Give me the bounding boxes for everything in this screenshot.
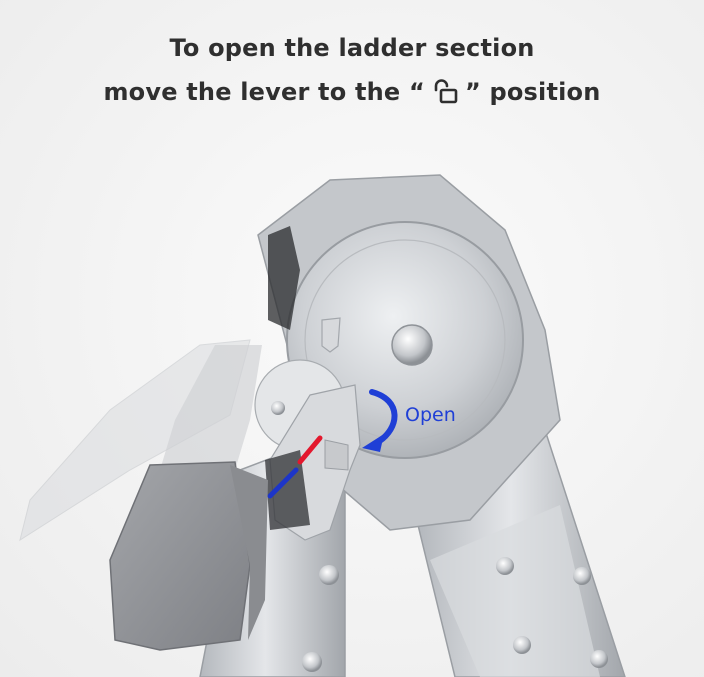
- instruction-line-1-text: To open the ladder section: [169, 34, 535, 62]
- rivet: [319, 565, 339, 585]
- rivet: [513, 636, 531, 654]
- lock-mechanism: [254, 359, 361, 541]
- instruction-line-2-suffix: ” position: [464, 78, 601, 106]
- lock-lever: [19, 339, 268, 651]
- hinge-rivet: [391, 324, 433, 366]
- instruction-line-2: move the lever to the “ ” position: [0, 77, 704, 107]
- curved-arrow-icon: [369, 389, 398, 445]
- unlock-icon: [434, 79, 458, 104]
- rivet: [573, 567, 591, 585]
- ladder-hinge-illustration: [19, 174, 626, 677]
- lock-marker-blue: [267, 467, 299, 499]
- rivet: [496, 557, 514, 575]
- instruction-line-2-prefix: move the lever to the “: [103, 78, 425, 106]
- rivet: [302, 652, 322, 672]
- open-callout-label: Open: [405, 404, 456, 426]
- instruction-line-1: To open the ladder section: [0, 33, 704, 63]
- lock-marker-red: [297, 435, 323, 465]
- rivet: [590, 650, 608, 668]
- screw: [271, 401, 285, 415]
